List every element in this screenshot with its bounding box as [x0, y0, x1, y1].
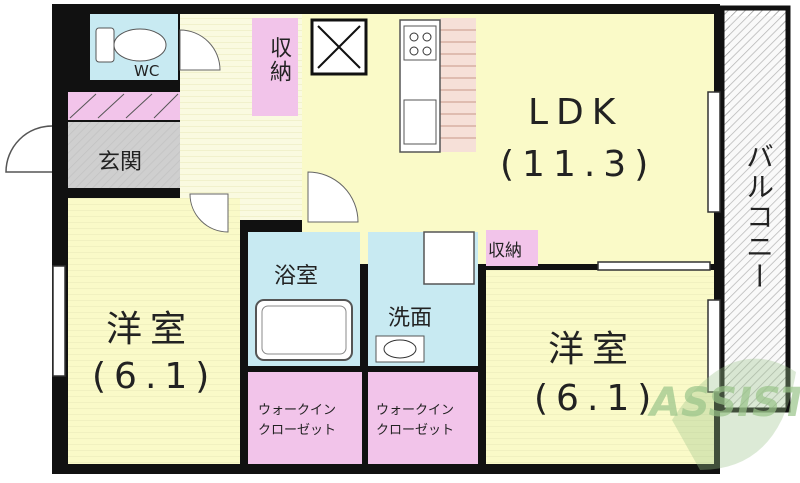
balcony-area	[719, 5, 791, 413]
western-room-right-floor	[486, 270, 714, 464]
western-right-size-label: (6.1)	[534, 378, 660, 419]
entrance-label: 玄関	[98, 150, 143, 175]
storage-top-room	[252, 18, 298, 116]
shelf-diag-3	[125, 93, 153, 119]
shoe-shelf	[68, 92, 180, 120]
western-right-label: 洋室	[548, 329, 637, 370]
shelf-diag-2	[97, 93, 125, 119]
balcony-label: バルコニー	[742, 142, 775, 292]
western-left-size-label: (6.1)	[92, 356, 218, 397]
closet-left	[248, 372, 362, 464]
washroom-label: 洗面	[388, 306, 433, 331]
burner-4	[422, 46, 432, 56]
western-room-left-floor	[68, 198, 240, 464]
toilet-tank	[95, 27, 115, 63]
watermark-logo: ASSIST	[650, 380, 800, 426]
door-swing-ldk	[307, 171, 359, 223]
closet-right-label-2: クローゼット	[376, 423, 455, 438]
door-swing-wc	[179, 29, 221, 71]
ldk-room	[302, 14, 714, 264]
entrance-tiles	[68, 122, 180, 188]
closet-right	[368, 372, 478, 464]
wash-basin-bowl	[383, 339, 417, 359]
closet-left-label-1: ウォークイン	[258, 403, 337, 418]
entrance-door-swing	[5, 125, 53, 173]
storage-right-label: 収納	[488, 241, 522, 261]
western-left-label: 洋室	[106, 309, 195, 350]
ldk-label: LDK	[528, 92, 624, 133]
shelf-diag-4	[153, 93, 179, 119]
windows	[52, 91, 721, 393]
step-lines	[440, 29, 476, 139]
fridge-x2	[317, 25, 361, 69]
bathtub-inner	[261, 305, 347, 355]
door-swing-hall	[189, 193, 229, 233]
balcony-inner	[730, 16, 780, 402]
wc-label: WC	[134, 62, 160, 80]
burner-1	[409, 32, 419, 42]
ldk-size-label: (11.3)	[500, 144, 657, 185]
shelf-diag-1	[69, 93, 97, 119]
closet-left-label-2: クローゼット	[258, 423, 337, 438]
step-area	[440, 18, 476, 152]
closet-right-label-1: ウォークイン	[376, 403, 455, 418]
burner-3	[409, 46, 419, 56]
bath-label: 浴室	[274, 264, 319, 289]
burner-2	[422, 32, 432, 42]
bathtub	[255, 299, 353, 361]
watermark-swoosh	[672, 358, 796, 470]
washing-machine-area	[423, 231, 475, 285]
kitchen-sink	[403, 99, 437, 145]
storage-right-room	[486, 230, 538, 266]
toilet-bowl	[113, 28, 167, 62]
stove	[403, 25, 437, 61]
storage-top-label: 収納	[266, 36, 291, 84]
